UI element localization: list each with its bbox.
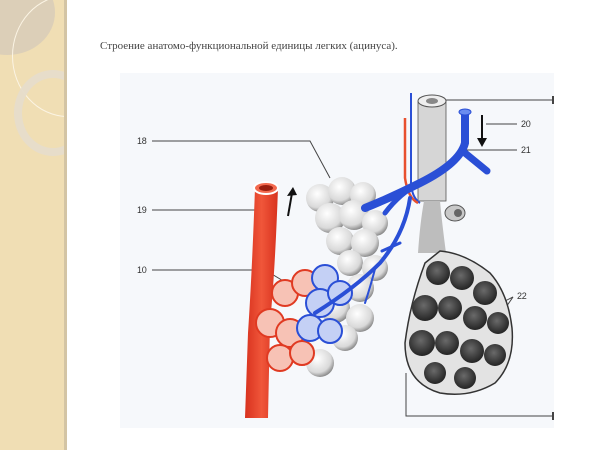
blood-flow-down-arrow bbox=[477, 115, 487, 147]
leader-lines bbox=[152, 96, 554, 420]
label-10: 10 bbox=[137, 265, 147, 275]
acinus-diagram bbox=[152, 93, 554, 420]
label-22: 22 bbox=[517, 291, 527, 301]
pulmonary-vein bbox=[313, 109, 491, 315]
blood-flow-up-arrow bbox=[287, 187, 297, 217]
alveolar-sac-section bbox=[404, 250, 514, 395]
alveoli-cluster-light bbox=[306, 177, 388, 377]
slide-decorative-sidebar bbox=[0, 0, 67, 450]
label-20: 20 bbox=[521, 119, 531, 129]
capillary-network bbox=[255, 264, 353, 372]
acinus-illustration: 18 19 10 20 21 22 bbox=[120, 73, 554, 428]
label-21: 21 bbox=[521, 145, 531, 155]
label-19: 19 bbox=[137, 205, 147, 215]
label-18: 18 bbox=[137, 136, 147, 146]
bronchiole bbox=[417, 94, 466, 253]
slide-title: Строение анатомо-функциональной единицы … bbox=[100, 40, 398, 52]
decorative-ring bbox=[14, 70, 64, 156]
